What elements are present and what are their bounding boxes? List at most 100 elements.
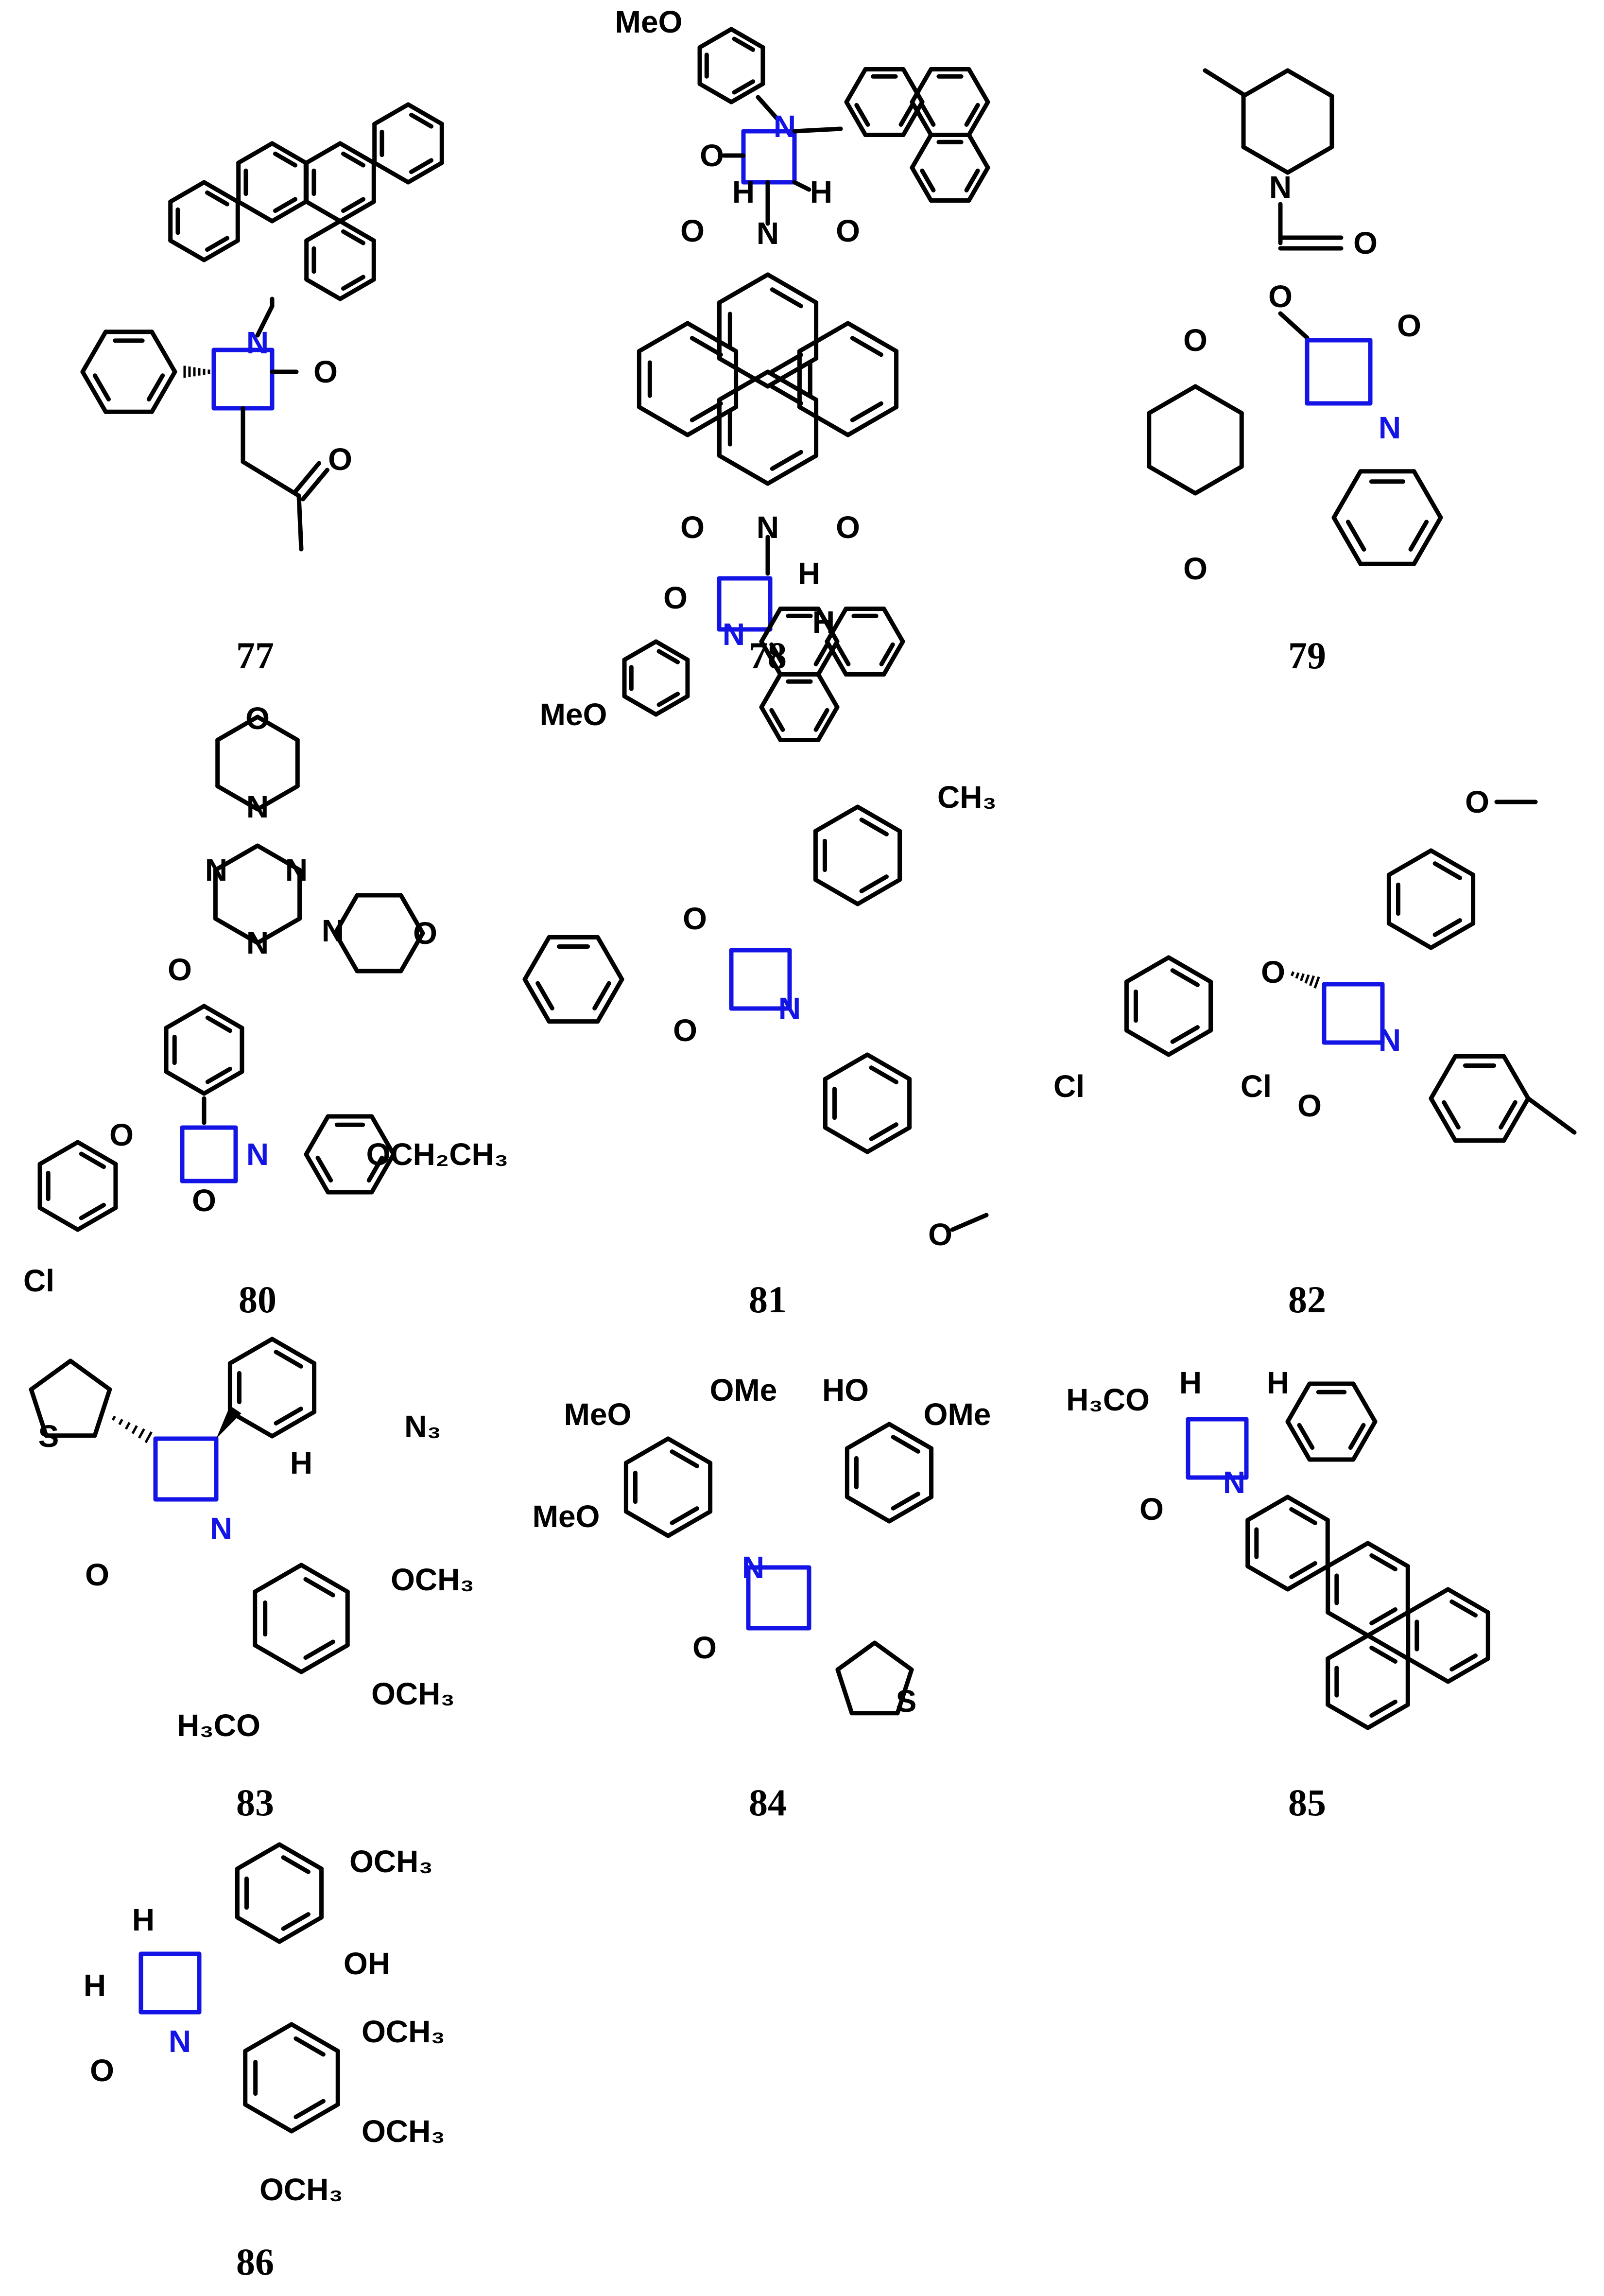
bond: [79, 1202, 106, 1220]
atom-label: N₃: [404, 1409, 441, 1444]
atom-label: N: [1223, 1465, 1245, 1500]
bond: [690, 336, 723, 357]
compound-number: 84: [749, 1781, 787, 1824]
bond: [759, 705, 783, 743]
bond: [881, 639, 905, 677]
bond: [341, 151, 366, 168]
bond: [205, 1015, 232, 1033]
bond: [372, 102, 411, 126]
atom-label: OCH₂CH₃: [366, 1137, 509, 1172]
bond: [1326, 1541, 1370, 1568]
bond: [685, 321, 739, 353]
bond: [1406, 1587, 1450, 1615]
bond: [1285, 145, 1334, 175]
bond: [409, 112, 434, 129]
bond: [732, 36, 756, 52]
bond: [293, 2099, 326, 2120]
bond: [759, 672, 783, 710]
bond: [202, 180, 240, 204]
atom-label: H₃CO: [1066, 1382, 1150, 1417]
bond: [637, 405, 690, 437]
atom-label: O: [1183, 551, 1207, 586]
atom-label: H: [290, 1445, 312, 1480]
bond: [338, 219, 376, 243]
bond: [338, 199, 376, 224]
bond: [816, 705, 840, 743]
bond: [304, 1114, 330, 1157]
atom-label: N: [246, 925, 269, 960]
atom-label: H: [1267, 1365, 1289, 1400]
bond: [595, 935, 624, 982]
bond: [717, 356, 770, 389]
bond: [717, 272, 770, 305]
bond: [1147, 384, 1198, 416]
atom-label: O: [1397, 308, 1421, 343]
compound-number: 79: [1288, 634, 1326, 677]
bond: [869, 1122, 898, 1141]
bond: [910, 100, 933, 138]
bond: [845, 321, 899, 353]
bond: [950, 1213, 989, 1232]
bond: [1331, 469, 1363, 520]
bond: [859, 874, 889, 893]
atom-label: MeO: [540, 697, 607, 732]
bond: [729, 82, 765, 104]
compound-number: 86: [236, 2241, 274, 2283]
atom-label: N: [210, 1511, 232, 1546]
bond: [966, 67, 990, 104]
bond: [270, 199, 308, 224]
bond: [910, 132, 933, 170]
bond: [535, 981, 554, 1010]
bond: [901, 100, 925, 138]
bond: [887, 1422, 934, 1451]
bond: [1526, 1096, 1577, 1135]
atom-label: H: [84, 1968, 106, 2003]
bond: [255, 304, 275, 338]
bond: [1446, 1587, 1490, 1615]
bond: [1446, 1656, 1490, 1684]
bond: [270, 1409, 317, 1439]
bond: [315, 1155, 333, 1183]
bond: [816, 639, 840, 677]
bond: [770, 352, 803, 374]
bond: [813, 642, 829, 666]
bond: [281, 1855, 310, 1874]
atom-label: N: [723, 617, 745, 652]
bond: [765, 453, 819, 486]
bond: [1241, 145, 1290, 175]
bond: [1432, 861, 1462, 880]
bond: [303, 1639, 335, 1660]
atom-label: OCH₃: [391, 1562, 474, 1597]
bond: [164, 1004, 207, 1030]
bond: [522, 977, 552, 1024]
hashed-bond: [111, 1415, 116, 1421]
atom-label: HO: [822, 1373, 869, 1408]
bond: [844, 100, 868, 138]
bond: [205, 236, 230, 252]
bond: [966, 165, 990, 203]
bond: [1241, 68, 1290, 98]
atom-label: O: [680, 510, 705, 545]
bond: [304, 1152, 330, 1195]
bond: [1501, 1054, 1531, 1101]
bond: [1166, 1028, 1213, 1057]
bond: [253, 1643, 304, 1674]
atom-label: O: [1297, 1088, 1322, 1123]
bond: [255, 784, 300, 812]
bond: [845, 1422, 892, 1451]
bond: [1369, 1645, 1397, 1664]
bond: [341, 275, 366, 291]
atom-label: N: [246, 1137, 269, 1172]
bond: [656, 692, 680, 707]
bond: [303, 1577, 335, 1598]
bond: [406, 160, 444, 185]
bond: [300, 468, 329, 502]
atom-label: H: [1179, 1365, 1202, 1400]
bond: [299, 1643, 350, 1674]
atom-label: O: [313, 354, 338, 389]
bond: [697, 27, 734, 50]
atom-label: N: [742, 1550, 764, 1585]
bond: [1408, 520, 1429, 552]
